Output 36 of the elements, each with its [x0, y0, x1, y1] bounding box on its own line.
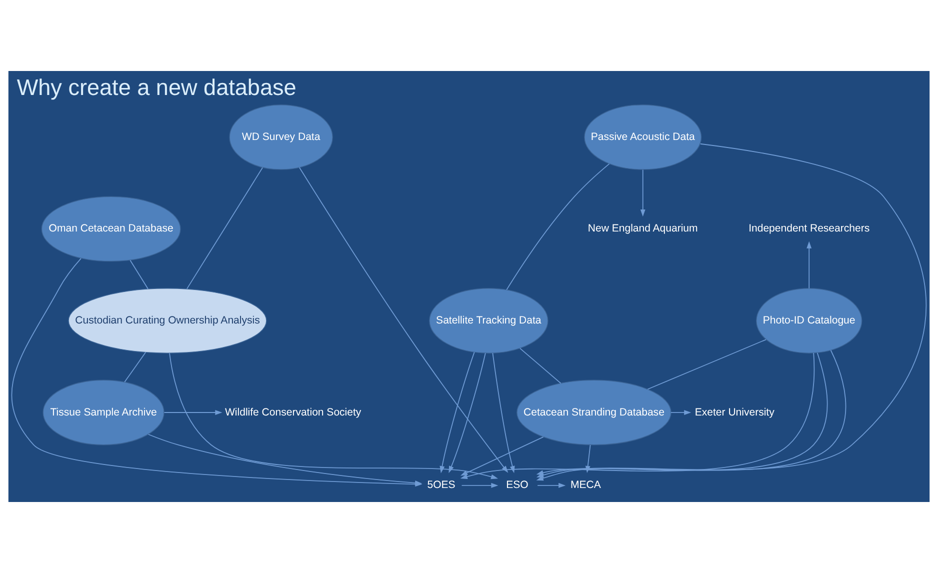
connector [130, 259, 148, 289]
connector [520, 347, 562, 384]
arrow [169, 352, 498, 479]
arrow [492, 352, 515, 473]
node-ellipse: Tissue Sample Archive [42, 379, 164, 445]
arrow [298, 166, 508, 472]
arrow [448, 352, 486, 473]
node-ellipse: Satellite Tracking Data [429, 288, 548, 353]
node-text: New England Aquarium [588, 222, 698, 234]
node-ellipse: Custodian Curating Ownership Analysis [68, 288, 267, 353]
diagram-title: Why create a new database [16, 74, 296, 100]
connector [506, 162, 610, 290]
arrow [585, 444, 591, 473]
node-text: Exeter University [694, 406, 774, 418]
node-ellipse: Passive Acoustic Data [584, 104, 702, 170]
arrow [806, 240, 812, 288]
arrow [670, 410, 692, 414]
node-text: Wildlife Conservation Society [225, 406, 362, 418]
arrow [537, 482, 566, 488]
arrow [164, 410, 222, 414]
node-text: MECA [570, 478, 601, 491]
node-ellipse: Photo-ID Catalogue [756, 288, 862, 353]
arrow [640, 168, 646, 216]
arrow [440, 351, 475, 473]
connector [124, 351, 146, 382]
node-ellipse: Cetacean Stranding Database [516, 379, 672, 445]
node-text: ESO [506, 478, 528, 491]
node-text: 5OES [427, 478, 456, 491]
node-text: Independent Researchers [748, 222, 870, 234]
arrow [148, 433, 422, 485]
arrow [460, 436, 544, 476]
connector [647, 338, 767, 390]
connector [186, 166, 264, 289]
node-ellipse: WD Survey Data [229, 104, 333, 170]
node-ellipse: Oman Cetacean Database [41, 196, 181, 262]
arrow [461, 482, 498, 488]
